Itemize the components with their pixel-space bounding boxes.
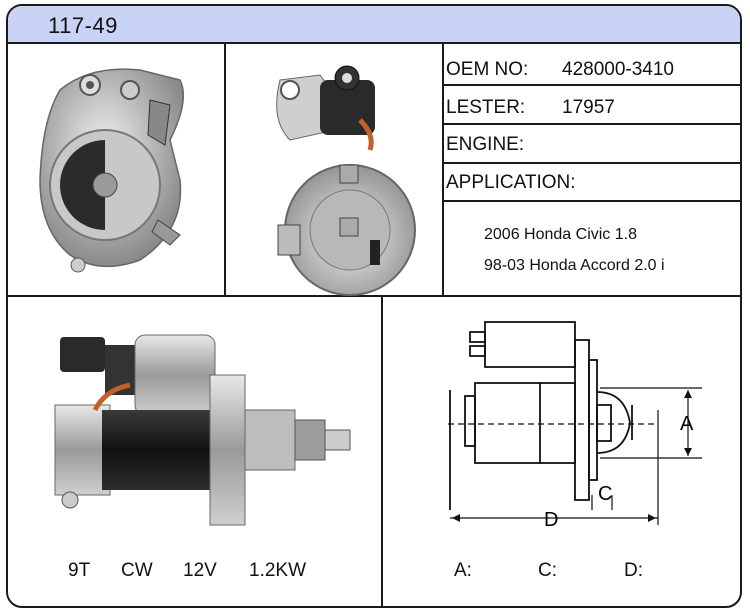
starter-front-photo — [39, 68, 185, 273]
application-line-1: 2006 Honda Civic 1.8 — [484, 226, 637, 243]
starter-side-photo — [54, 334, 351, 526]
spec-divider-1 — [442, 84, 740, 86]
label-c: C — [598, 483, 612, 505]
spec-divider-4 — [442, 200, 740, 202]
header-bar: 117-49 — [8, 6, 740, 44]
rating-rotation: CW — [121, 560, 153, 581]
divider-h-middle — [8, 295, 740, 297]
starter-rear-photo — [276, 65, 416, 296]
application-line-2: 98-03 Honda Accord 2.0 i — [484, 257, 665, 274]
dimension-field-c: C: — [538, 560, 557, 581]
label-a: A — [680, 413, 694, 435]
divider-v1 — [224, 44, 226, 296]
rating-power: 1.2KW — [249, 560, 307, 581]
divider-v2 — [442, 44, 444, 296]
dimension-drawing: A C D — [448, 321, 702, 531]
spec-divider-2 — [442, 123, 740, 125]
oem-value: 428000-3410 — [562, 59, 674, 80]
engine-label: ENGINE: — [446, 134, 525, 155]
dimension-field-a: A: — [454, 560, 472, 581]
dimension-field-d: D: — [624, 560, 643, 581]
divider-v3 — [381, 296, 383, 606]
rating-teeth: 9T — [68, 560, 91, 581]
label-d: D — [544, 509, 558, 531]
application-label: APPLICATION: — [446, 172, 576, 193]
lester-label: LESTER: — [446, 97, 526, 118]
model-number: 117-49 — [48, 13, 118, 38]
rating-voltage: 12V — [183, 560, 217, 581]
oem-label: OEM NO: — [446, 59, 529, 80]
spec-divider-3 — [442, 162, 740, 164]
lester-value: 17957 — [562, 97, 615, 118]
